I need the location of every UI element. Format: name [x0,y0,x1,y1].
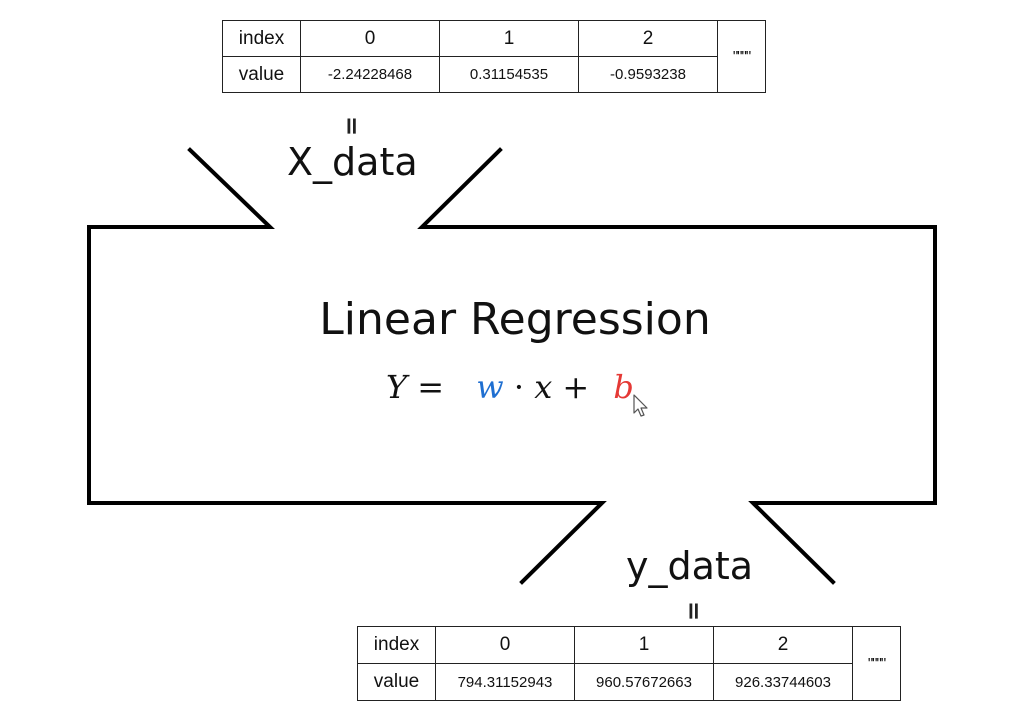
formula-bias: b [613,368,634,406]
value-cell: 794.31152943 [435,663,575,701]
value-row: value -2.24228468 0.31154535 -0.9593238 [222,56,766,93]
index-cell: 2 [578,20,718,57]
y-data-table: index 0 1 2 """" value 794.31152943 960.… [357,626,901,701]
x-data-table: index 0 1 2 """" value -2.24228468 0.311… [222,20,766,93]
formula-dot: · [513,368,525,406]
index-row: index 0 1 2 """" [357,626,901,701]
index-cell: 1 [439,20,579,57]
ellipsis-cell: """" [852,626,901,701]
index-cell: 0 [435,626,575,664]
model-title: Linear Regression [319,294,711,345]
index-cell: 0 [300,20,440,57]
index-cell: 1 [574,626,714,664]
y-data-label: y_data [626,544,754,588]
formula-lhs: Y [386,368,408,406]
formula-x: x [534,368,553,406]
value-cell: 960.57672663 [574,663,714,701]
index-cell: 2 [713,626,853,664]
ellipsis-cell: """" [717,20,766,93]
index-row: index 0 1 2 """" [222,20,766,93]
value-cell: -2.24228468 [300,56,440,93]
row-header-index: index [357,626,436,664]
value-cell: 0.31154535 [439,56,579,93]
formula-weight: w [476,368,504,406]
value-row: value 794.31152943 960.57672663 926.3374… [357,663,901,701]
value-cell: -0.9593238 [578,56,718,93]
y-equals-symbol: = [680,600,709,622]
formula-plus: + [562,368,590,406]
regression-formula: Y = w · x + b [386,368,634,406]
x-data-label: X_data [287,140,418,184]
x-equals-symbol: = [338,115,367,137]
formula-equals: = [417,368,445,406]
value-cell: 926.33744603 [713,663,853,701]
mouse-pointer-icon [633,394,648,417]
row-header-index: index [222,20,301,57]
row-header-value: value [222,56,301,93]
row-header-value: value [357,663,436,701]
